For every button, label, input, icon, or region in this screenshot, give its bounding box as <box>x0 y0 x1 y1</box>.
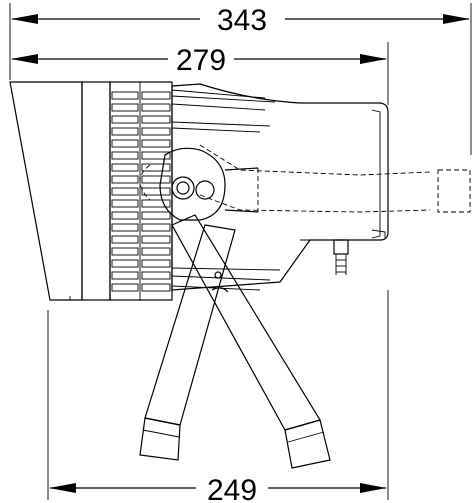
heatsink-slat <box>141 127 171 136</box>
mounting-bolt <box>333 239 349 275</box>
heatsink-slat <box>111 163 139 172</box>
heatsink-slat <box>111 139 139 148</box>
heatsink-slat <box>141 91 171 100</box>
heatsink-slat <box>111 271 139 280</box>
heatsink-slat <box>111 127 139 136</box>
heatsink-slat <box>141 187 171 196</box>
heatsink-slat <box>141 235 171 244</box>
heatsink-slat <box>111 187 139 196</box>
heatsink-slat <box>111 259 139 268</box>
front-hood <box>9 81 111 301</box>
heatsink-slat <box>111 283 139 292</box>
main-body <box>171 83 389 291</box>
heatsink-slat <box>111 211 139 220</box>
heatsink-slat <box>141 115 171 124</box>
heatsink-slat <box>111 103 139 112</box>
body-length-label: 279 <box>176 44 226 77</box>
heatsink-slat <box>141 151 171 160</box>
heatsink-slat <box>141 163 171 172</box>
dimension-overall: 343 <box>9 2 472 155</box>
heatsink-slat <box>141 139 171 148</box>
heatsink-slat <box>111 223 139 232</box>
dimension-base: 249 <box>47 290 389 503</box>
heatsink-slat <box>141 211 171 220</box>
heatsink-slat <box>141 271 171 280</box>
base-width-label: 249 <box>207 474 257 503</box>
heatsink-slat <box>111 199 139 208</box>
heatsink-slat <box>111 175 139 184</box>
overall-length-label: 343 <box>217 4 267 37</box>
heatsink-slat <box>141 175 171 184</box>
heatsink-slat <box>141 223 171 232</box>
dimension-body: 279 <box>11 42 389 105</box>
heatsink-slat <box>111 235 139 244</box>
heatsink-slat <box>141 199 171 208</box>
stand-legs <box>139 214 331 469</box>
heatsink-slat <box>141 103 171 112</box>
heatsink-slat <box>111 247 139 256</box>
tilt-knob-icon <box>171 176 215 200</box>
heatsink-slat <box>141 283 171 292</box>
yoke-bracket <box>159 147 259 221</box>
heatsink-slat <box>111 91 139 100</box>
tilt-range-outline <box>139 144 471 213</box>
heatsink-slat <box>111 151 139 160</box>
heatsink-slat <box>111 115 139 124</box>
heatsink-slat <box>141 259 171 268</box>
heatsink-slat <box>141 247 171 256</box>
